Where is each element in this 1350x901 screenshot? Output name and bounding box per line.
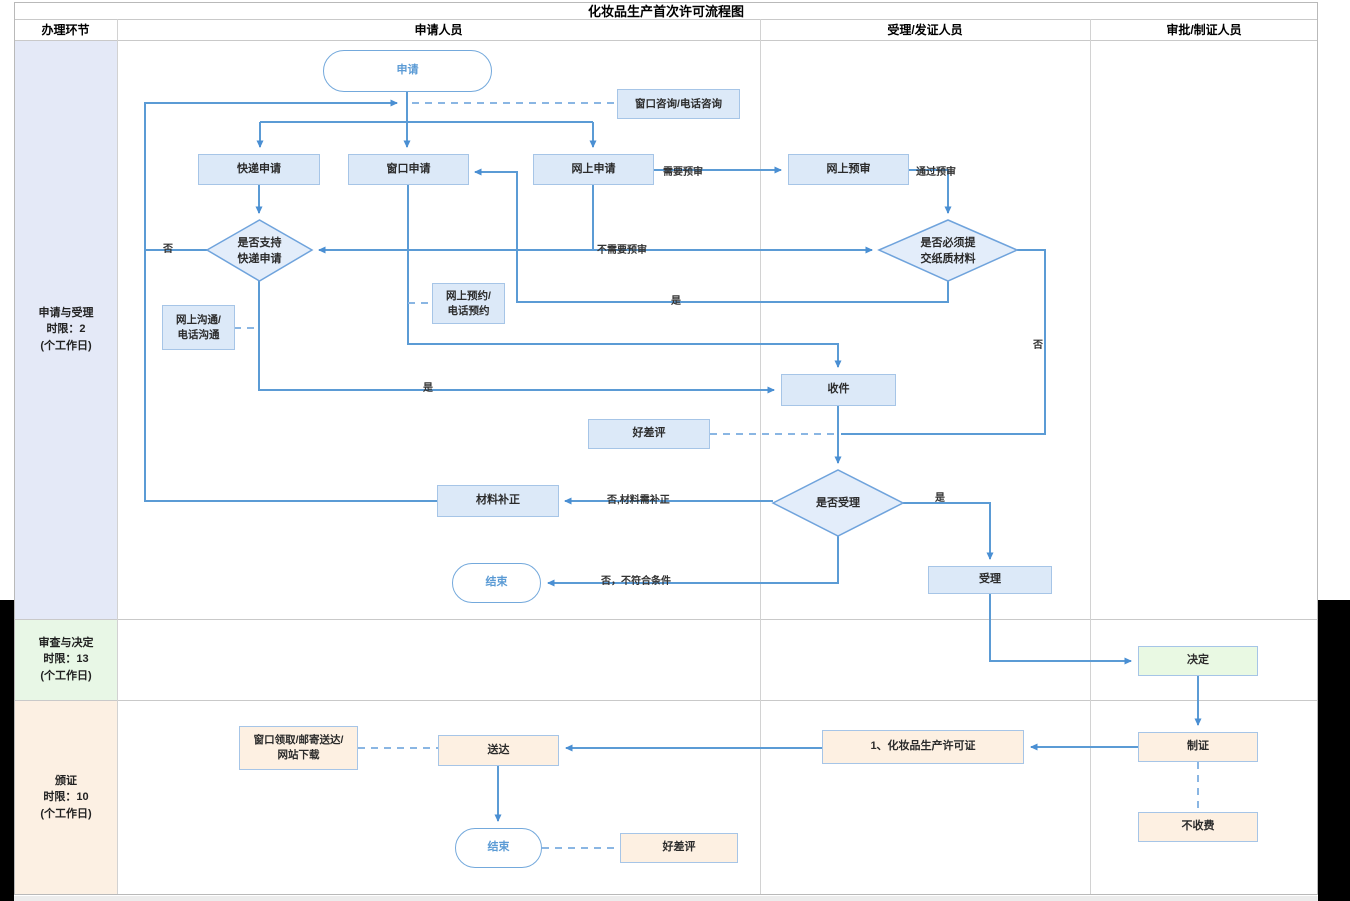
phase-label-line: 颁证	[55, 774, 77, 787]
column-header-phase: 办理环节	[14, 19, 117, 40]
page-bottom-strip	[14, 896, 1318, 901]
edge-label-pass-preview: 通过预审	[916, 167, 956, 178]
deliver-node: 送达	[438, 735, 559, 766]
grid-line	[14, 40, 1318, 41]
grid-line	[14, 19, 1318, 20]
phase-label-line: 申请与受理	[38, 306, 94, 319]
node-label: 网上预审	[826, 162, 871, 175]
node-label: 材料补正	[476, 494, 520, 507]
column-header-text: 申请人员	[414, 23, 463, 37]
node-label: 决定	[1187, 654, 1209, 667]
edge-label-yes-express: 是	[423, 383, 433, 394]
node-label: 收件	[827, 383, 850, 396]
column-header-text: 办理环节	[41, 23, 90, 37]
review-top-node: 好差评	[588, 419, 710, 449]
node-label: 网上沟通/	[176, 313, 221, 326]
end-top-node: 结束	[452, 563, 541, 603]
communicate-node: 网上沟通/ 电话沟通	[162, 305, 235, 350]
online-preview-node: 网上预审	[788, 154, 909, 185]
node-label: 快递申请	[237, 162, 281, 175]
accept-node: 受理	[928, 566, 1052, 594]
pickup-node: 窗口领取/邮寄送达/ 网站下载	[239, 726, 358, 770]
grid-line	[760, 19, 761, 895]
phase-label-line: 审查与决定	[38, 636, 94, 649]
edge-label-no-reject: 否，不符合条件	[601, 576, 671, 587]
node-label: 制证	[1187, 740, 1209, 753]
node-label: 电话沟通	[177, 328, 220, 341]
node-label: 结束	[487, 841, 510, 854]
column-header-text: 受理/发证人员	[887, 23, 963, 37]
column-header-approver: 审批/制证人员	[1090, 19, 1318, 40]
node-label: 窗口申请	[386, 162, 431, 175]
column-header-text: 审批/制证人员	[1166, 23, 1242, 37]
no-fee-node: 不收费	[1138, 812, 1258, 842]
phase-label-line: (个工作日)	[40, 669, 92, 682]
screen-edge-left	[0, 600, 14, 901]
edge-label-need-preview: 需要预审	[663, 167, 703, 178]
node-label: 网上申请	[571, 162, 616, 175]
node-label: 不收费	[1181, 820, 1215, 833]
online-apply-node: 网上申请	[533, 154, 654, 185]
node-label: 窗口咨询/电话咨询	[635, 97, 722, 110]
decide-node: 决定	[1138, 646, 1258, 676]
grid-line	[117, 19, 118, 895]
review-bottom-node: 好差评	[620, 833, 738, 863]
edge-label-no-paper: 否	[1033, 340, 1043, 351]
supplement-node: 材料补正	[437, 485, 559, 517]
license-node: 1、化妆品生产许可证	[822, 730, 1024, 764]
phase-label-line: 时限：2	[46, 323, 86, 336]
phase-row-issue-cert: 颁证 时限：10 (个工作日)	[15, 700, 117, 895]
phase-label-line: 时限：13	[43, 653, 89, 666]
grid-line	[1090, 19, 1091, 895]
consult-node: 窗口咨询/电话咨询	[617, 89, 740, 119]
phase-row-review-decide: 审查与决定 时限：13 (个工作日)	[15, 619, 117, 700]
make-cert-node: 制证	[1138, 732, 1258, 762]
phase-label-line: 时限：10	[43, 791, 89, 804]
column-header-acceptor: 受理/发证人员	[760, 19, 1090, 40]
edge-label-yes-accept: 是	[935, 493, 945, 504]
phase-label-line: (个工作日)	[40, 339, 92, 352]
edge-label-no-supplement: 否,材料需补正	[607, 495, 670, 506]
receive-node: 收件	[781, 374, 896, 406]
reserve-node: 网上预约/ 电话预约	[432, 283, 505, 324]
node-label: 受理	[979, 573, 1001, 586]
window-apply-node: 窗口申请	[348, 154, 469, 185]
edge-label-no-express: 否	[163, 244, 173, 255]
node-label: 申请	[396, 64, 419, 77]
node-label: 网上预约/	[446, 289, 491, 302]
column-header-applicant: 申请人员	[117, 19, 760, 40]
node-label: 结束	[485, 576, 508, 589]
phase-label-line: (个工作日)	[40, 807, 92, 820]
node-label: 好差评	[662, 841, 696, 854]
node-label: 网站下载	[277, 749, 320, 761]
grid-line	[14, 700, 1318, 701]
end-bottom-node: 结束	[455, 828, 542, 868]
phase-row-apply-accept: 申请与受理 时限：2 (个工作日)	[15, 40, 117, 619]
express-apply-node: 快递申请	[198, 154, 320, 185]
edge-label-no-need-preview: 不需要预审	[597, 245, 647, 256]
start-node: 申请	[323, 50, 492, 92]
node-label: 1、化妆品生产许可证	[870, 740, 976, 753]
grid-line	[14, 619, 1318, 620]
screen-edge-right	[1318, 600, 1350, 901]
edge-label-yes-paper: 是	[671, 296, 681, 307]
node-label: 送达	[487, 743, 510, 756]
node-label: 窗口领取/邮寄送达/	[253, 734, 344, 747]
page-title: 化妆品生产首次许可流程图	[14, 2, 1318, 19]
table-outer-border	[14, 2, 1318, 895]
node-label: 好差评	[632, 427, 666, 440]
node-label: 电话预约	[447, 304, 490, 317]
page-title-text: 化妆品生产首次许可流程图	[587, 4, 744, 19]
